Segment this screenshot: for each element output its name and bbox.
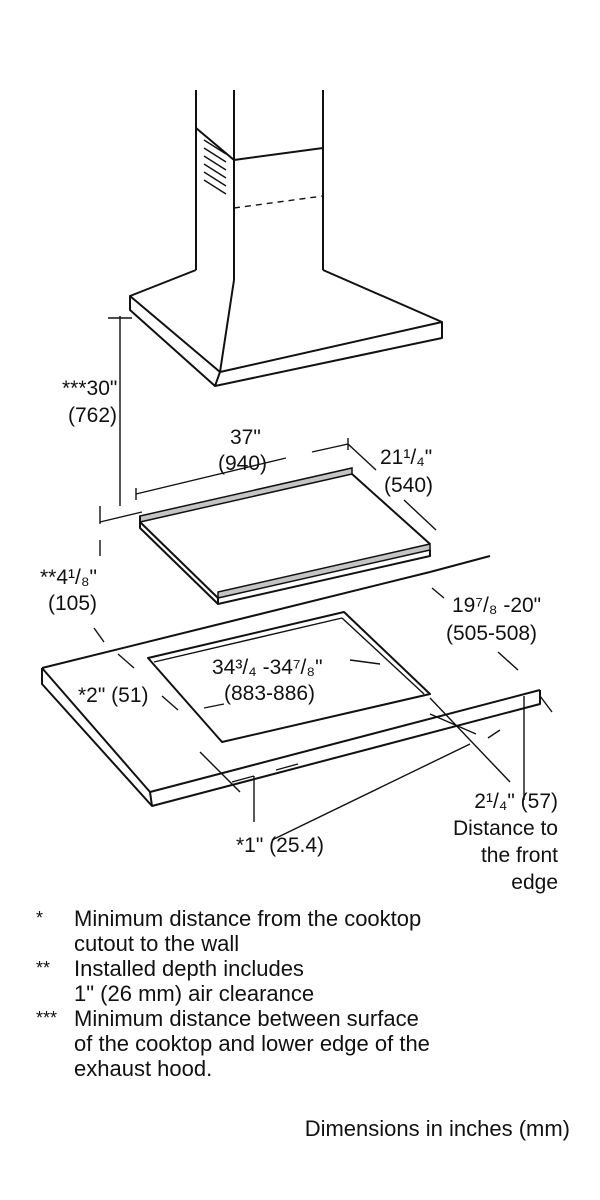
legend-line: Minimum distance between surface: [74, 1006, 419, 1031]
front-edge-line1: Distance to: [453, 817, 558, 840]
legend-line: cutout to the wall: [74, 931, 240, 956]
legend-line: Minimum distance from the cooktop: [74, 906, 422, 931]
cutout-width-mm: (883-886): [224, 682, 315, 705]
installation-diagram: ***30" (762) 37" (940) 21¹/₄" (540) **4¹…: [40, 90, 558, 894]
legend-line: Installed depth includes: [74, 956, 304, 981]
cutout-depth-value: 19⁷/₈ -20": [452, 594, 541, 617]
legend-item: *** Minimum distance between surface of …: [36, 1006, 576, 1081]
legend-line: 1" (26 mm) air clearance: [74, 981, 315, 1006]
legend-mark: ***: [36, 1008, 58, 1028]
cooktop-depth-value: 21¹/₄": [380, 446, 432, 469]
cooktop-width-mm: (940): [218, 452, 267, 475]
countertop: [41, 555, 541, 807]
cutout-width-value: 34³/₄ -34⁷/₈": [212, 656, 323, 679]
legend-text: Minimum distance from the cooktop cutout…: [74, 906, 576, 956]
legend-line: of the cooktop and lower edge of the: [74, 1031, 430, 1056]
front-edge-value: 2¹/₄" (57): [474, 790, 558, 813]
installed-depth-mm: (105): [48, 592, 97, 615]
dimension-lines: [93, 316, 553, 841]
rear-clearance: *1" (25.4): [236, 834, 324, 857]
hood-clearance-mm: (762): [68, 404, 117, 427]
units-note: Dimensions in inches (mm): [304, 1116, 570, 1141]
legend-text: Minimum distance between surface of the …: [74, 1006, 576, 1081]
installed-depth-value: **4¹/₈": [40, 566, 97, 589]
cooktop-width-value: 37": [230, 426, 261, 449]
cooktop: [139, 467, 431, 605]
side-clearance: *2" (51): [78, 684, 149, 707]
front-edge-line2: the front: [481, 844, 558, 867]
legend-item: * Minimum distance from the cooktop cuto…: [36, 906, 576, 956]
legend-text: Installed depth includes 1" (26 mm) air …: [74, 956, 576, 1006]
hood-clearance-value: ***30": [62, 377, 117, 400]
exhaust-hood: [129, 90, 443, 387]
legend-mark: *: [36, 908, 44, 928]
cutout-depth-mm: (505-508): [446, 622, 537, 645]
legend-mark: **: [36, 958, 51, 978]
cooktop-depth-mm: (540): [384, 474, 433, 497]
legend-line: exhaust hood.: [74, 1056, 213, 1081]
front-edge-line3: edge: [511, 871, 558, 894]
legend: * Minimum distance from the cooktop cuto…: [36, 906, 576, 1081]
vent-grille: [203, 139, 227, 195]
legend-item: ** Installed depth includes 1" (26 mm) a…: [36, 956, 576, 1006]
dimension-labels: ***30" (762) 37" (940) 21¹/₄" (540) **4¹…: [40, 377, 558, 894]
